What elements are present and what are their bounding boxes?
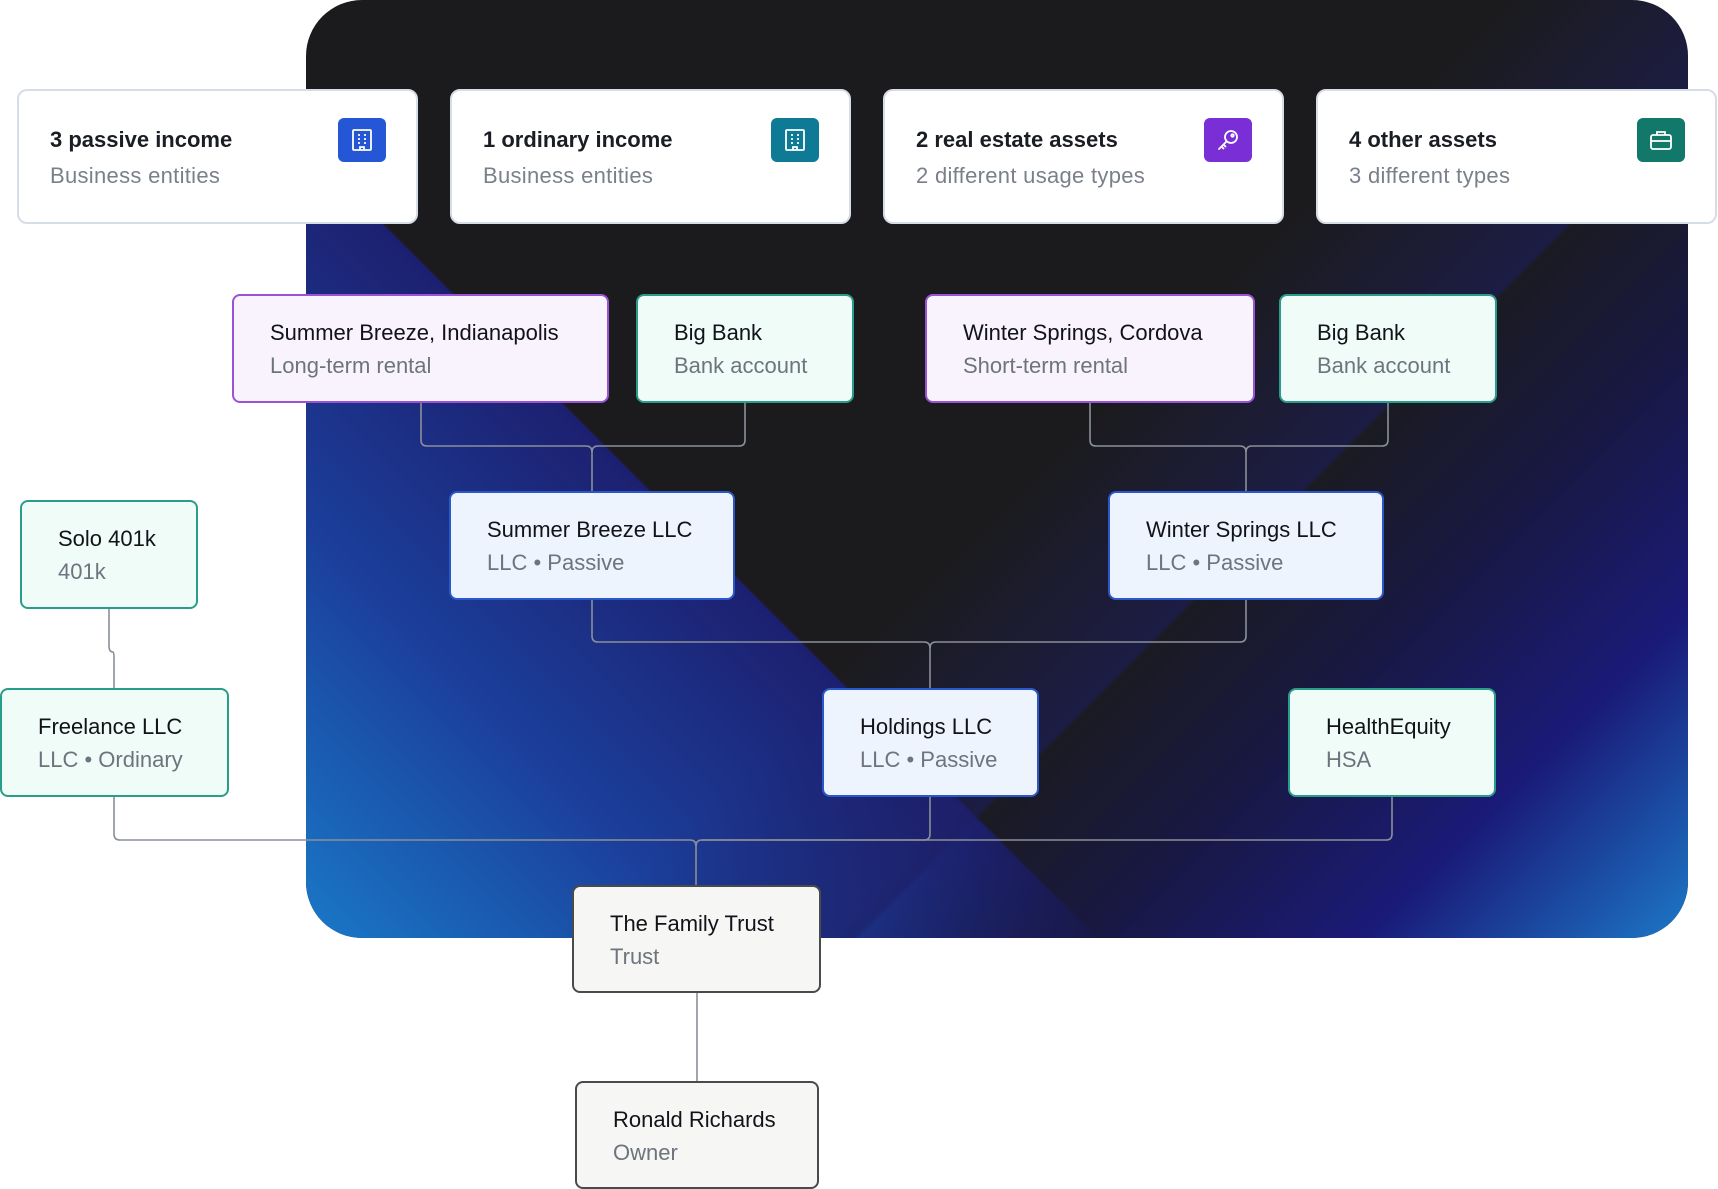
summary-card-subtitle: Business entities [483,163,654,188]
node-winter-springs-property[interactable]: Winter Springs, Cordova Short-term renta… [925,294,1255,403]
summary-card-subtitle: 3 different types [1349,163,1511,188]
node-title: The Family Trust [610,911,774,936]
node-subtitle: LLC • Ordinary [38,747,183,772]
node-summer-breeze-property[interactable]: Summer Breeze, Indianapolis Long-term re… [232,294,609,403]
node-holdings-llc[interactable]: Holdings LLC LLC • Passive [822,688,1039,797]
node-big-bank-2[interactable]: Big Bank Bank account [1279,294,1497,403]
summary-card-title: 3 passive income [50,127,233,152]
building-icon [338,118,386,162]
summary-card-subtitle: 2 different usage types [916,163,1146,188]
node-subtitle: Trust [610,944,660,969]
summary-card-title: 4 other assets [1349,127,1497,152]
summary-card-subtitle: Business entities [50,163,221,188]
briefcase-icon [1637,118,1685,162]
summary-card-real-estate[interactable]: 2 real estate assets 2 different usage t… [883,89,1284,224]
node-subtitle: Bank account [674,353,808,378]
summary-card-passive-income[interactable]: 3 passive income Business entities [17,89,418,224]
building-icon [771,118,819,162]
node-title: Holdings LLC [860,714,993,739]
node-title: Freelance LLC [38,714,183,739]
node-solo-401k[interactable]: Solo 401k 401k [20,500,198,609]
node-family-trust[interactable]: The Family Trust Trust [572,885,821,993]
node-subtitle: LLC • Passive [860,747,998,772]
node-title: Ronald Richards [613,1107,776,1132]
node-subtitle: Long-term rental [270,353,432,378]
node-title: HealthEquity [1326,714,1451,739]
node-title: Summer Breeze LLC [487,517,693,542]
node-freelance-llc[interactable]: Freelance LLC LLC • Ordinary [0,688,229,797]
summary-card-title: 1 ordinary income [483,127,673,152]
summary-card-title: 2 real estate assets [916,127,1118,152]
node-subtitle: 401k [58,559,106,584]
node-title: Big Bank [674,320,763,345]
node-title: Solo 401k [58,526,156,551]
node-subtitle: LLC • Passive [487,550,625,575]
summary-card-other-assets[interactable]: 4 other assets 3 different types [1316,89,1717,224]
summary-card-ordinary-income[interactable]: 1 ordinary income Business entities [450,89,851,224]
node-summer-breeze-llc[interactable]: Summer Breeze LLC LLC • Passive [449,491,735,600]
node-subtitle: HSA [1326,747,1372,772]
node-title: Winter Springs LLC [1146,517,1337,542]
key-icon [1204,118,1252,162]
node-title: Winter Springs, Cordova [963,320,1203,345]
node-subtitle: LLC • Passive [1146,550,1284,575]
node-winter-springs-llc[interactable]: Winter Springs LLC LLC • Passive [1108,491,1384,600]
node-owner[interactable]: Ronald Richards Owner [575,1081,819,1189]
node-subtitle: Short-term rental [963,353,1129,378]
node-health-equity[interactable]: HealthEquity HSA [1288,688,1496,797]
node-title: Summer Breeze, Indianapolis [270,320,559,345]
node-subtitle: Owner [613,1140,678,1165]
node-big-bank-1[interactable]: Big Bank Bank account [636,294,854,403]
node-subtitle: Bank account [1317,353,1451,378]
node-title: Big Bank [1317,320,1406,345]
